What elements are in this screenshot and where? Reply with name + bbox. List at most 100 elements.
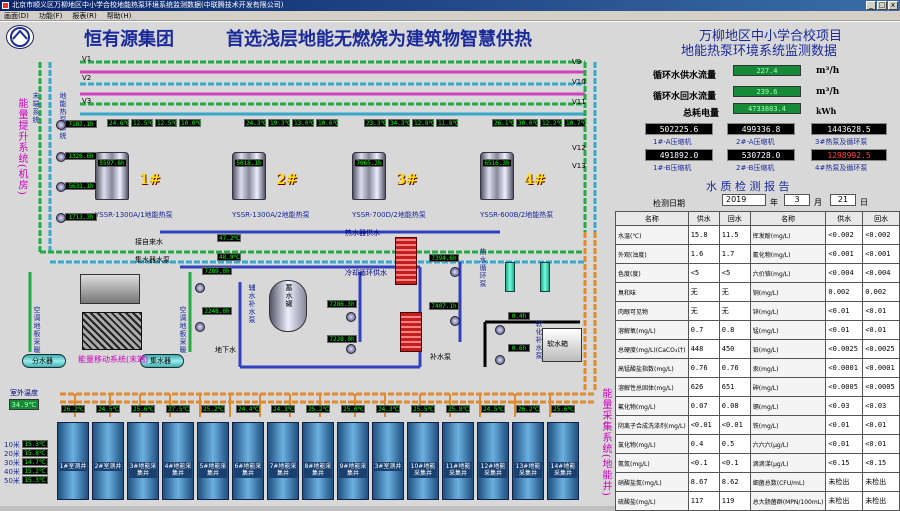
plate-exchanger-2 xyxy=(400,312,422,352)
well-2[interactable] xyxy=(92,422,124,500)
param-value-cell: <0.01 xyxy=(862,434,900,454)
report-year-field[interactable]: 2019 xyxy=(722,194,766,206)
param-value-cell: 未检出 xyxy=(862,491,900,511)
filter-2 xyxy=(540,262,550,292)
well-7[interactable] xyxy=(267,422,299,500)
well-14[interactable] xyxy=(512,422,544,500)
param-value-cell: <0.01 xyxy=(862,301,900,321)
well-9[interactable] xyxy=(337,422,369,500)
well-8[interactable] xyxy=(302,422,334,500)
well-11[interactable] xyxy=(407,422,439,500)
param-name-cell: 滴滴涕(μg/L) xyxy=(749,453,827,473)
table-header-row: 名称 供水 回水 名称 供水 回水 xyxy=(615,211,900,226)
well-9-temp: 25.0℃ xyxy=(341,405,365,413)
param-value-cell: <0.004 xyxy=(862,263,900,283)
energy-collect-label: 能量采集系统(地能井) xyxy=(600,388,611,497)
minimize-button[interactable]: _ xyxy=(866,1,876,10)
circ-pump-4[interactable] xyxy=(56,213,66,223)
maximize-button[interactable]: □ xyxy=(877,1,887,10)
valve-v3: V3 xyxy=(82,97,92,105)
menu-item-screen[interactable]: 画面(D) xyxy=(4,12,29,20)
power-label: 总耗电量 xyxy=(683,109,720,119)
param-name-cell: 细菌总数(CFU/mL) xyxy=(749,472,827,492)
slogan: 首选浅层地能无燃烧为建筑物智慧供热 xyxy=(226,29,532,50)
mid-pump-4[interactable] xyxy=(346,344,356,354)
param-name-cell: 溶解氧(mg/L) xyxy=(615,320,689,340)
heat-pump-2-temp-2: 19.3℃ xyxy=(268,119,292,127)
param-name-cell: 锰(mg/L) xyxy=(749,320,827,340)
param-name-cell: 锌(mg/L) xyxy=(749,301,827,321)
param-name-cell: 外观(浊度) xyxy=(615,244,689,264)
outdoor-temp-label: 室外温度 xyxy=(10,389,38,397)
distributor-label: 集水器 xyxy=(150,357,171,365)
heat-pump-4-temp-1: 26.1℃ xyxy=(492,119,516,127)
right-zone-label: 空调地板采暖 xyxy=(179,306,187,354)
soft-pump-2[interactable] xyxy=(495,355,505,365)
heat-pump-1-number: 1# xyxy=(139,172,161,188)
param-name-cell: 氟化物(mg/L) xyxy=(615,396,689,416)
runtime-r4: 1713.3h xyxy=(65,213,97,221)
circ-pump-3[interactable] xyxy=(56,182,66,192)
well-3[interactable] xyxy=(127,422,159,500)
scada-canvas: 恒有源集团 首选浅层地能无燃烧为建筑物智慧供热 万柳地区中小学合校项目 地能热泵… xyxy=(0,21,900,511)
report-day-field[interactable]: 21 xyxy=(830,194,856,206)
param-value-cell: 0.8 xyxy=(718,320,751,340)
mid-pump-1[interactable] xyxy=(195,283,205,293)
menu-item-function[interactable]: 功能(F) xyxy=(38,12,63,20)
heat-pump-3-load: 7065.2h xyxy=(354,159,384,167)
mid-pump-5[interactable] xyxy=(450,267,460,277)
well-12[interactable] xyxy=(442,422,474,500)
energy-move-label: 能量移动系统(末端) xyxy=(78,355,149,364)
depth-value-1: 15.8℃ xyxy=(22,449,48,457)
col-header-name: 名称 xyxy=(615,211,689,226)
close-button[interactable]: x xyxy=(888,1,898,10)
runtime-r3: 5631.1h xyxy=(65,182,97,190)
well-15-temp: 25.6℃ xyxy=(551,405,575,413)
well-8-temp: 25.2℃ xyxy=(306,405,330,413)
param-value-cell: <0.001 xyxy=(862,244,900,264)
heat-pump-4-model: YSSR-600B/2地能热泵 xyxy=(480,211,554,219)
well-5[interactable] xyxy=(197,422,229,500)
circ-pump-1[interactable] xyxy=(56,120,66,130)
well-1[interactable] xyxy=(57,422,89,500)
well-15[interactable] xyxy=(547,422,579,500)
well-10-temp: 24.3℃ xyxy=(376,405,400,413)
table-row: 肉眼可见物无无锌(mg/L)<0.01<0.01 xyxy=(615,301,900,321)
param-value-cell: 1.7 xyxy=(718,244,751,264)
well-10-label: 3#室测井 xyxy=(374,462,402,471)
param-value-cell: 0.76 xyxy=(687,358,720,378)
meter-2b-value: 530728.0 xyxy=(727,149,795,161)
param-name-cell: 汞(mg/L) xyxy=(749,358,827,378)
heat-pump-3-model: YSSR-700D/2地能热泵 xyxy=(352,211,426,219)
well-6[interactable] xyxy=(232,422,264,500)
param-value-cell: 0.5 xyxy=(718,434,751,454)
soft-pump-1[interactable] xyxy=(495,325,505,335)
report-month-unit: 月 xyxy=(814,198,822,207)
valve-v8: V12 xyxy=(572,144,586,152)
circ-pump-2[interactable] xyxy=(56,152,66,162)
heat-pump-1-model: YSSR-1300A/1地能热泵 xyxy=(95,211,173,219)
param-value-cell: 0.002 xyxy=(862,282,900,302)
meter-1a-label: 1#-A压缩机 xyxy=(653,138,692,146)
param-value-cell: <0.002 xyxy=(825,225,864,245)
well-10[interactable] xyxy=(372,422,404,500)
mid-pump-3[interactable] xyxy=(346,312,356,322)
menu-item-report[interactable]: 报表(R) xyxy=(72,12,97,20)
mid-pump-6[interactable] xyxy=(450,316,460,326)
report-month-field[interactable]: 3 xyxy=(784,194,810,206)
menu-item-help[interactable]: 帮助(H) xyxy=(106,12,132,20)
well-8-label: 8#地能采集井 xyxy=(304,462,332,478)
param-value-cell: 450 xyxy=(718,339,751,359)
param-value-cell: <0.01 xyxy=(825,415,864,435)
param-value-cell: 无 xyxy=(687,301,720,321)
well-4[interactable] xyxy=(162,422,194,500)
well-13[interactable] xyxy=(477,422,509,500)
param-name-cell: 氨氮(mg/L) xyxy=(615,453,689,473)
heat-pump-4-temp-2: 30.0℃ xyxy=(516,119,540,127)
valve-v2: V2 xyxy=(82,74,92,82)
mid-pump-2[interactable] xyxy=(195,322,205,332)
